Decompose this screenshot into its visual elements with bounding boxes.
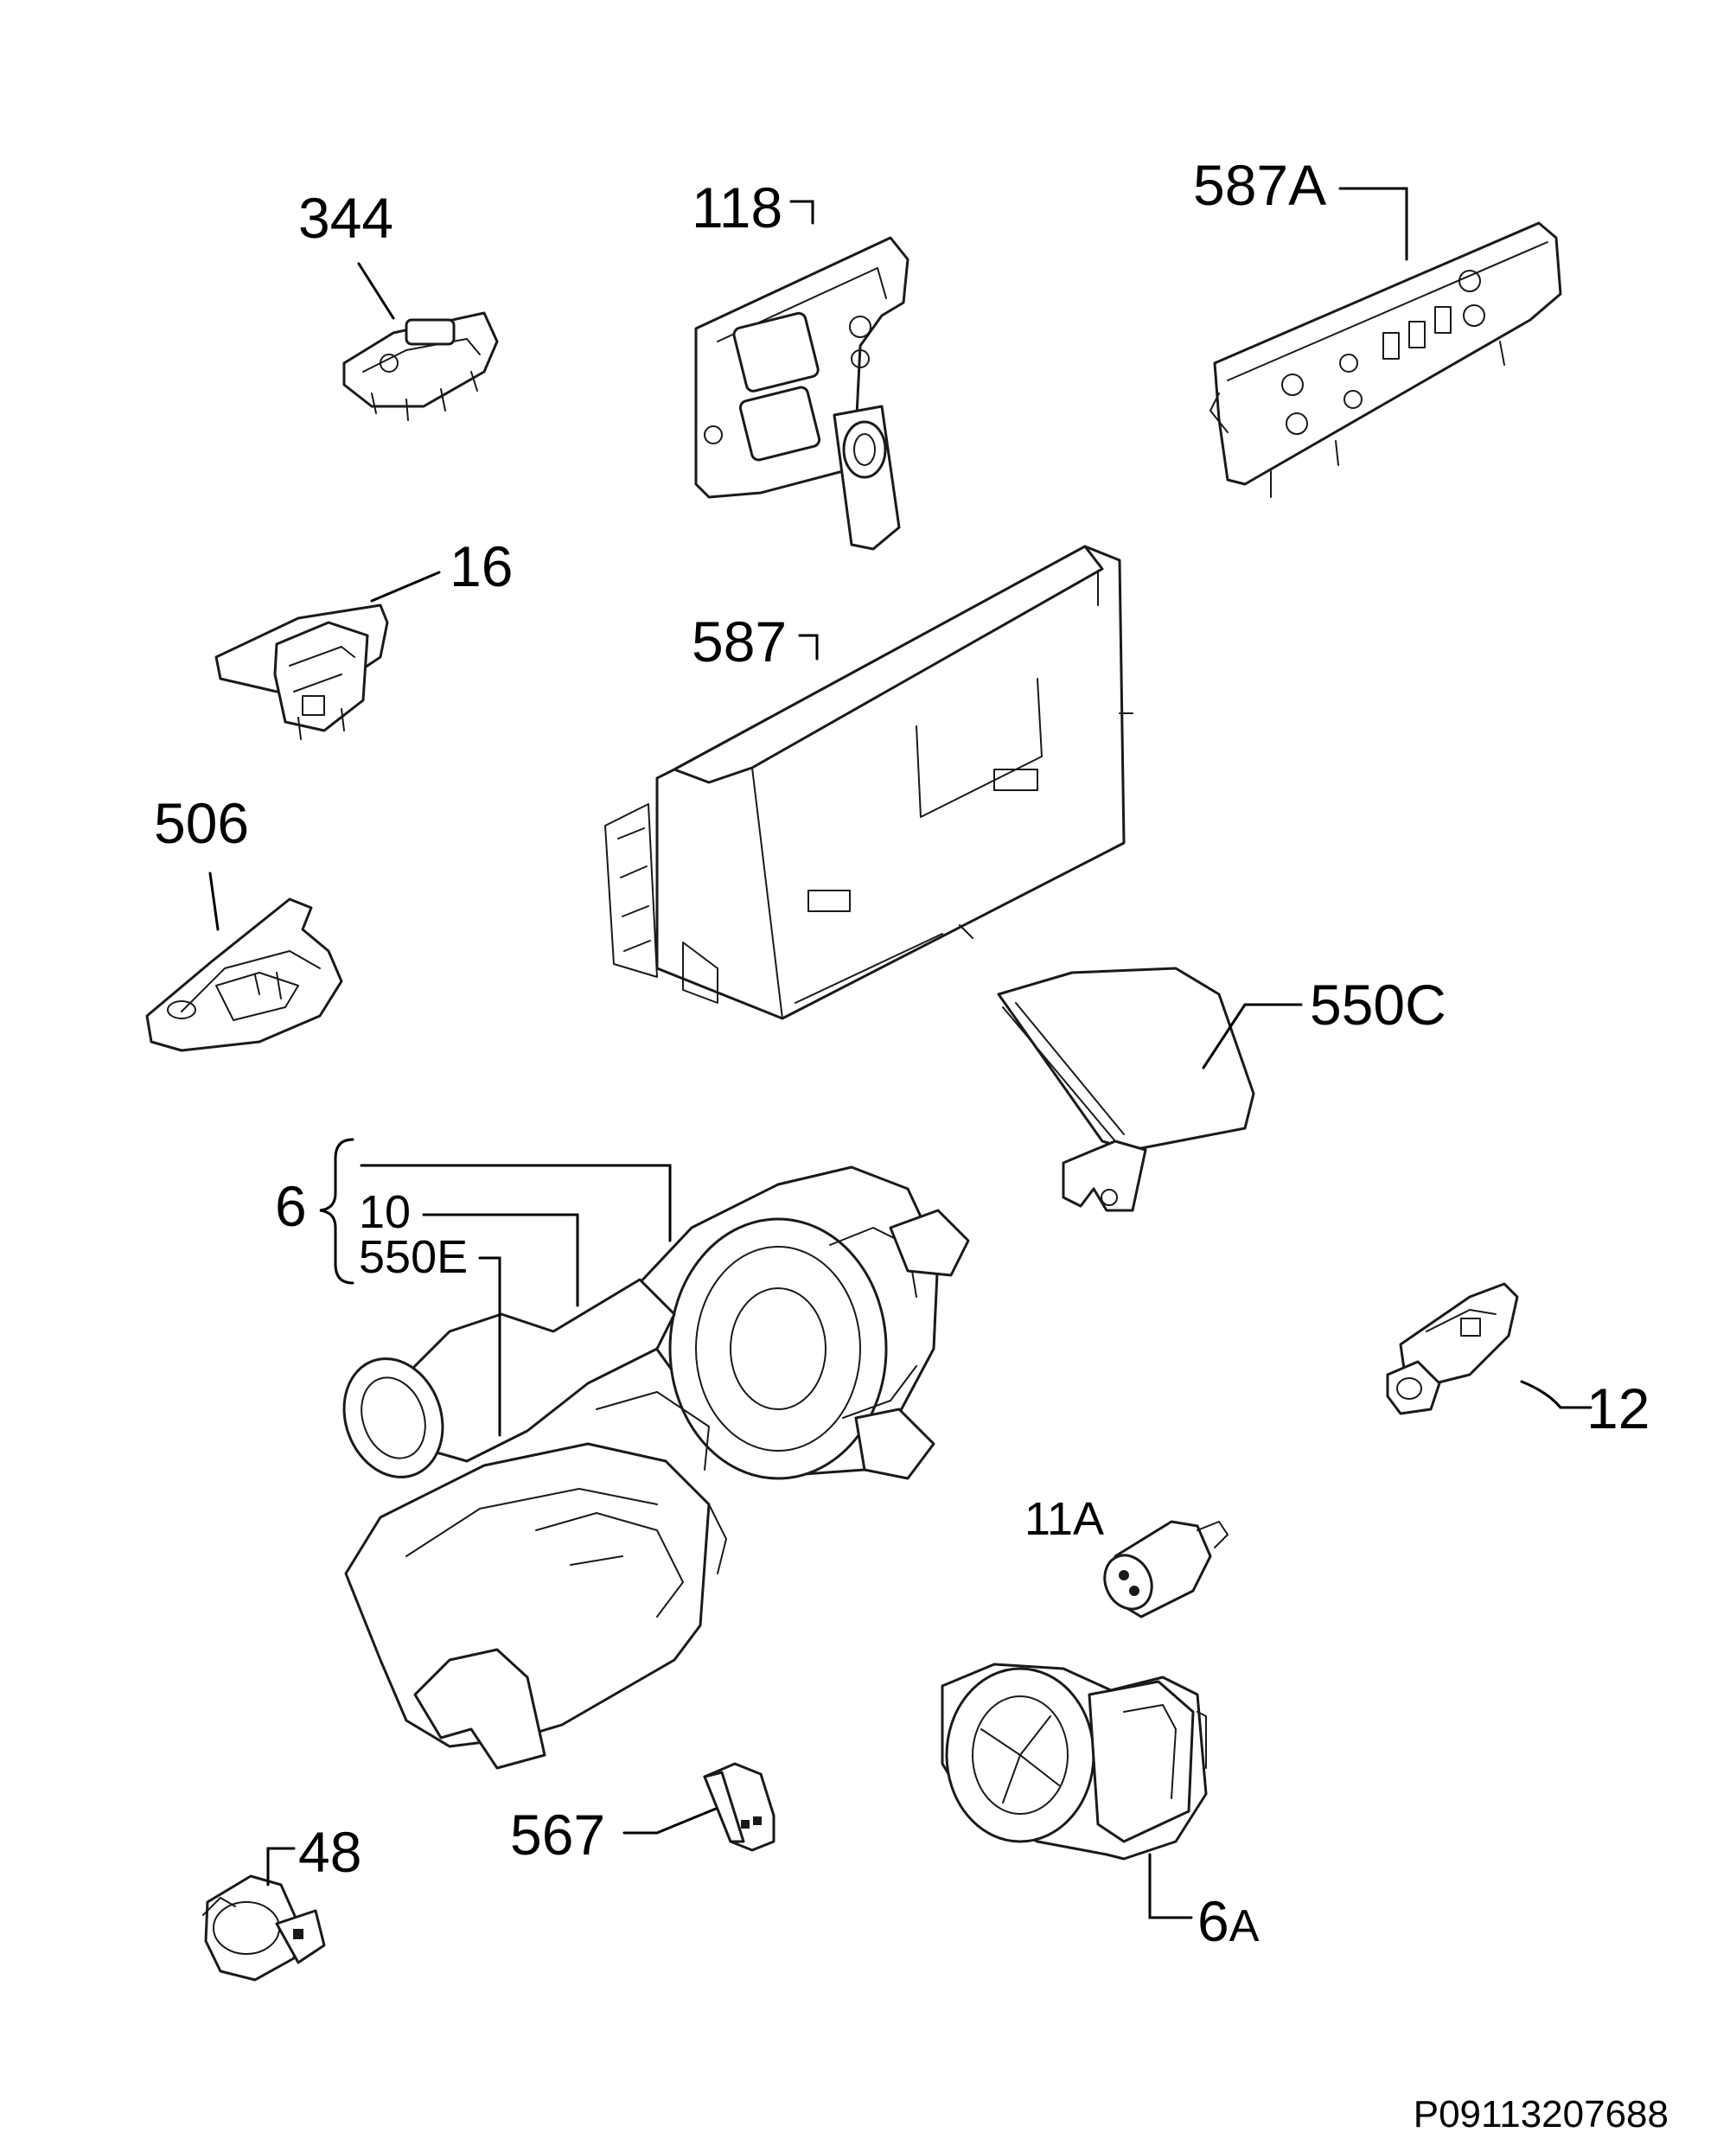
callout-587: 587 xyxy=(692,610,787,674)
part-6-circulation-pump-assembly xyxy=(342,1165,970,1770)
leader-550E xyxy=(478,1256,501,1437)
callout-550E: 550E xyxy=(359,1231,468,1283)
callout-10: 10 xyxy=(359,1186,411,1238)
callout-344: 344 xyxy=(298,186,393,250)
part-587-main-module xyxy=(604,545,1133,1020)
part-11A-component xyxy=(1103,1520,1229,1618)
brace-6 xyxy=(319,1138,354,1285)
leader-48 xyxy=(266,1847,296,1886)
leader-12 xyxy=(1520,1380,1592,1409)
leader-550C xyxy=(1202,1003,1303,1069)
leader-10 xyxy=(422,1213,579,1307)
part-506-microswitch xyxy=(145,897,343,1052)
callout-506: 506 xyxy=(154,791,249,855)
leader-587A xyxy=(1338,187,1408,261)
callout-12: 12 xyxy=(1586,1376,1650,1440)
part-587A-ui-board xyxy=(1209,221,1562,498)
part-48-sensor xyxy=(202,1874,326,1982)
callout-16: 16 xyxy=(450,534,513,598)
leader-344 xyxy=(357,262,395,320)
part-12-sensor xyxy=(1386,1282,1519,1415)
callout-567: 567 xyxy=(510,1803,605,1867)
callout-587A: 587A xyxy=(1193,153,1326,217)
leader-6A xyxy=(1148,1853,1193,1919)
diagram-code: P09113207688 xyxy=(1414,2093,1669,2135)
callout-118: 118 xyxy=(692,176,782,239)
leader-567 xyxy=(622,1807,718,1835)
callout-6A: 6A xyxy=(1197,1889,1260,1953)
leader-16 xyxy=(370,571,441,603)
callout-6: 6 xyxy=(275,1174,307,1238)
callout-11A: 11A xyxy=(1024,1493,1104,1545)
part-6A-drain-pump xyxy=(941,1663,1208,1861)
part-567-connector xyxy=(703,1762,775,1852)
part-550C-heater-plate xyxy=(997,967,1255,1212)
leader-587 xyxy=(798,634,819,661)
leader-6-row1 xyxy=(360,1164,672,1242)
leader-506 xyxy=(208,871,220,931)
callout-550C: 550C xyxy=(1310,973,1446,1037)
leader-118 xyxy=(789,200,814,225)
part-118-control-facia xyxy=(694,236,909,551)
part-16-door-switch xyxy=(214,603,389,740)
part-344-latch xyxy=(342,311,499,421)
callout-48: 48 xyxy=(298,1820,361,1884)
